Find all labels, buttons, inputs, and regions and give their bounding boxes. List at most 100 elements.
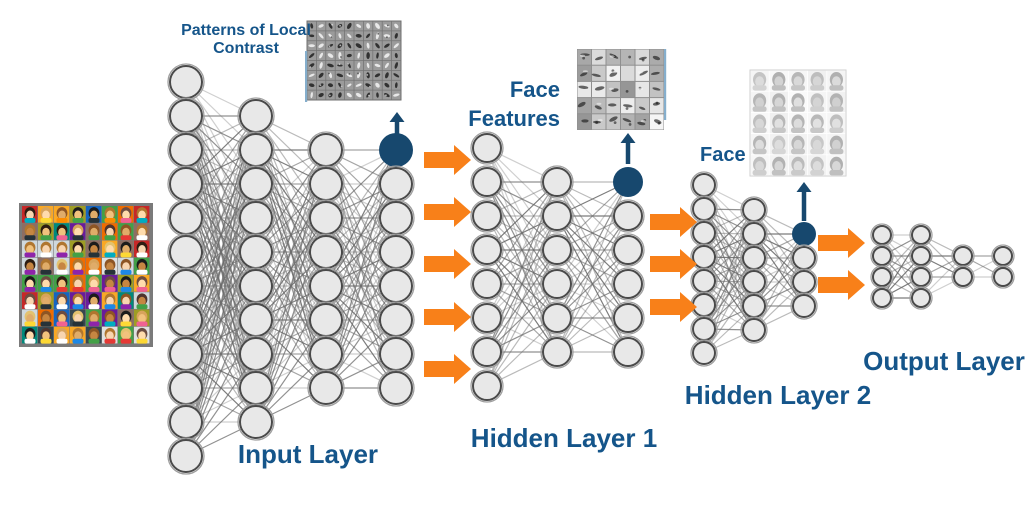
neuron-node (872, 246, 892, 266)
neuron-node (309, 303, 343, 337)
neuron-node-halo (540, 233, 574, 267)
hidden-layer-2-network (690, 171, 818, 367)
face-features-label: Face Features (450, 76, 560, 133)
neuron-node (239, 303, 273, 337)
hidden-layer-1-label: Hidden Layer 1 (470, 423, 658, 453)
neuron-node (309, 235, 343, 269)
neuron-node (792, 246, 816, 270)
neuron-node (379, 167, 413, 201)
neuron-node (872, 288, 892, 308)
patterns-of-local-contrast-label: Patterns of Local Contrast (158, 22, 334, 58)
neuron-node (472, 133, 502, 163)
neuron-node (169, 133, 203, 167)
neuron-node (309, 133, 343, 167)
hidden1-to-hidden2-arrows (650, 207, 697, 322)
neuron-node (792, 270, 816, 294)
neuron-node (239, 133, 273, 167)
neuron-node (872, 267, 892, 287)
patterns-label-line2: Contrast (213, 39, 279, 57)
neuron-node-halo (470, 335, 504, 369)
neuron-node (742, 294, 766, 318)
nodes (870, 223, 1015, 310)
face-label: Face (700, 144, 746, 166)
up-arrow-icon (620, 133, 636, 143)
neuron-node (613, 337, 643, 367)
input-to-hidden1-arrows (424, 145, 471, 384)
flow-arrow-icon (818, 270, 865, 300)
neuron-node (169, 371, 203, 405)
flow-arrow-icon (424, 302, 471, 332)
flow-arrow-icon (424, 249, 471, 279)
neuron-node-halo (167, 437, 205, 475)
local-contrast-filters-image (305, 20, 402, 102)
neuron-node (953, 246, 973, 266)
neuron-node (993, 267, 1013, 287)
neuron-node-halo (540, 165, 574, 199)
neuron-node (613, 235, 643, 265)
neuron-node (993, 246, 1013, 266)
neuron-node-halo (690, 339, 718, 367)
face-templates-image (749, 69, 847, 177)
neuron-node (742, 222, 766, 246)
neuron-node (309, 201, 343, 235)
neuron-node (169, 337, 203, 371)
highlighted-neuron-node (379, 133, 413, 167)
neuron-node-halo (611, 301, 645, 335)
neuron-node-halo (790, 292, 818, 320)
up-arrow-icon (796, 182, 812, 192)
edges (881, 234, 1004, 299)
neuron-node (239, 99, 273, 133)
neuron-node-halo (909, 286, 933, 310)
flow-arrow-icon (650, 292, 697, 322)
neuron-node (692, 173, 716, 197)
flow-arrow-icon (650, 249, 697, 279)
output-layer-network (870, 223, 1015, 310)
neuron-node (692, 341, 716, 365)
neuron-node (742, 246, 766, 270)
neuron-node-halo (377, 369, 415, 407)
neuron-node (169, 65, 203, 99)
neuron-node (472, 201, 502, 231)
neuron-node (239, 201, 273, 235)
neuron-node (379, 201, 413, 235)
neuron-node-halo (470, 233, 504, 267)
neuron-node (542, 337, 572, 367)
neuron-node (742, 198, 766, 222)
hidden-layer-2-label: Hidden Layer 2 (684, 380, 872, 410)
neuron-node (472, 337, 502, 367)
nodes (167, 63, 415, 475)
neuron-node-halo (237, 403, 275, 441)
neuron-node-halo (870, 286, 894, 310)
neuron-node-halo (611, 233, 645, 267)
neuron-node (692, 317, 716, 341)
highlighted-neuron-node (613, 167, 643, 197)
neuron-node (169, 201, 203, 235)
neuron-node-halo (611, 267, 645, 301)
flow-arrow-icon (424, 197, 471, 227)
neuron-node (692, 197, 716, 221)
face-features-image (577, 49, 667, 130)
neuron-node-halo (470, 131, 504, 165)
input-layer-label: Input Layer (237, 439, 379, 469)
neuron-node-halo (470, 369, 504, 403)
face-features-label-line2: Features (468, 105, 560, 131)
neuron-node (613, 303, 643, 333)
contrast-pointer-arrow (389, 112, 405, 141)
neuron-node-halo (307, 369, 345, 407)
neuron-node-halo (470, 199, 504, 233)
neuron-node (472, 303, 502, 333)
neuron-node (169, 405, 203, 439)
neuron-node-halo (470, 301, 504, 335)
neuron-node (169, 303, 203, 337)
neuron-node-halo (540, 199, 574, 233)
flow-arrow-icon (818, 228, 865, 258)
neuron-node (379, 269, 413, 303)
neuron-node (169, 99, 203, 133)
output-layer-label: Output Layer (863, 346, 1025, 376)
hidden-layer-1-network (470, 131, 645, 403)
neuron-node (472, 269, 502, 299)
nodes (690, 171, 818, 367)
neuron-node (169, 269, 203, 303)
